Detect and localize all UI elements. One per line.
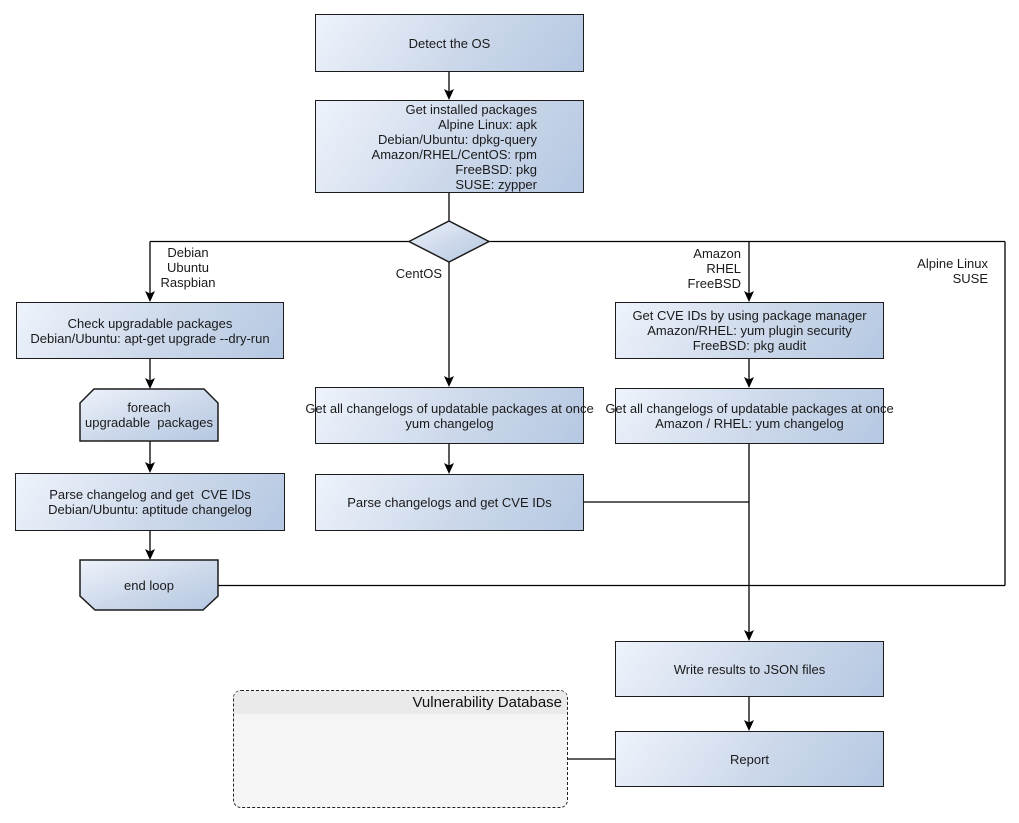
branch-label-text: Raspbian: [160, 275, 216, 290]
branch-label-text: Alpine Linux: [917, 256, 988, 271]
branch-label-centos: CentOS: [342, 266, 442, 281]
branch-label-text: RHEL: [706, 261, 741, 276]
arrow-into-report: [744, 720, 754, 731]
node-text: Debian/Ubuntu: apt-get upgrade --dry-run: [30, 330, 270, 346]
node-parse-changelogs-centos: Parse changelogs and get CVE IDs: [315, 474, 584, 531]
node-get-changelogs-centos: Get all changelogs of updatable packages…: [305, 387, 594, 444]
foreach-shape: [79, 388, 219, 442]
vulnerability-database-container: Vulnerability Database: [233, 690, 568, 808]
branch-label-amazon: Amazon RHEL FreeBSD: [621, 246, 741, 291]
foreach-label: foreach upgradable packages: [80, 389, 218, 441]
node-text: FreeBSD: pkg audit: [692, 338, 807, 353]
arrow-into-changelogs-centos: [444, 376, 454, 387]
branch-label-text: Debian: [167, 245, 209, 260]
node-text: Parse changelog and get CVE IDs: [49, 487, 251, 502]
node-text: Amazon / RHEL: yum changelog: [655, 416, 844, 431]
node-check-upgradable-packages: Check upgradable packages Debian/Ubuntu:…: [16, 302, 284, 359]
node-text: Debian/Ubuntu: dpkg-query: [378, 131, 537, 147]
branch-label-text: FreeBSD: [687, 276, 741, 291]
node-text: SUSE: zypper: [455, 176, 537, 192]
node-text: Get all changelogs of updatable packages…: [605, 401, 894, 416]
node-text: Get CVE IDs by using package manager: [632, 308, 867, 323]
arrow-into-foreach: [145, 378, 155, 389]
node-text: upgradable packages: [85, 415, 213, 430]
node-detect-os: Detect the OS: [315, 14, 584, 72]
node-text: Report: [729, 751, 770, 767]
arrow-into-parse-centos: [444, 463, 454, 474]
node-text: yum changelog: [405, 415, 494, 431]
branch-label-text: Ubuntu: [167, 260, 209, 275]
node-text: Parse changelogs and get CVE IDs: [347, 495, 552, 510]
node-write-results-json: Write results to JSON files: [615, 641, 884, 697]
node-text: Get installed packages: [405, 101, 537, 117]
decision-diamond: [407, 220, 491, 263]
node-text: Write results to JSON files: [673, 661, 826, 677]
arrow-into-check-upgradable: [145, 291, 155, 302]
node-text: Detect the OS: [408, 35, 491, 51]
node-text: FreeBSD: pkg: [455, 161, 537, 177]
arrow-into-packages: [444, 89, 454, 100]
node-get-cve-ids-package-manager: Get CVE IDs by using package manager Ama…: [615, 302, 884, 359]
arrowheads: [145, 89, 754, 731]
vulnerability-database-titleband: Vulnerability Database: [234, 691, 567, 714]
arrow-into-write-results: [744, 630, 754, 641]
node-text: Check upgradable packages: [67, 315, 233, 331]
node-report: Report: [615, 731, 884, 787]
endloop-shape: [79, 559, 219, 611]
node-text: Debian/Ubuntu: aptitude changelog: [48, 502, 252, 517]
arrow-into-get-cve-ids: [744, 291, 754, 302]
branch-label-debian: Debian Ubuntu Raspbian: [148, 245, 228, 290]
arrow-into-endloop: [145, 549, 155, 560]
arrow-into-changelogs-amazon: [744, 377, 754, 388]
branch-label-alpine: Alpine Linux SUSE: [838, 256, 988, 286]
branch-label-text: Amazon: [693, 246, 741, 261]
vulnerability-database-title: Vulnerability Database: [412, 694, 562, 711]
node-get-changelogs-amazon: Get all changelogs of updatable packages…: [605, 388, 894, 444]
node-text: Alpine Linux: apk: [437, 116, 537, 132]
arrow-into-parse-deb: [145, 462, 155, 473]
branch-label-text: SUSE: [952, 271, 988, 286]
branch-label-text: CentOS: [395, 266, 442, 281]
node-text: Amazon/RHEL/CentOS: rpm: [371, 146, 537, 162]
node-get-installed-packages: Get installed packages Alpine Linux: apk…: [315, 100, 584, 193]
node-text: end loop: [124, 577, 174, 593]
endloop-label: end loop: [80, 560, 218, 610]
node-text: foreach: [127, 400, 171, 415]
node-text: Get all changelogs of updatable packages…: [305, 400, 594, 416]
node-text: Amazon/RHEL: yum plugin security: [647, 323, 852, 338]
node-parse-changelog-debian: Parse changelog and get CVE IDs Debian/U…: [15, 473, 285, 531]
